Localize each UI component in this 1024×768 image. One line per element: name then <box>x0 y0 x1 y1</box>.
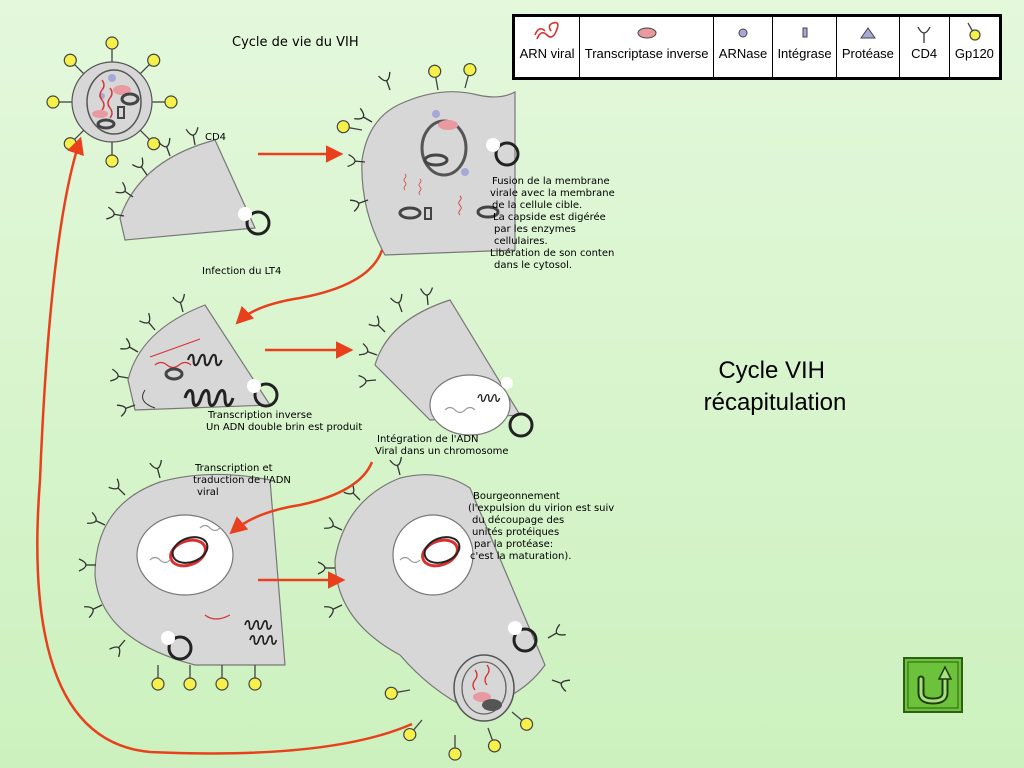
legend-arn-viral: ARN viral <box>515 17 581 77</box>
virion <box>46 36 178 168</box>
label-infection: Infection du LT4 <box>202 266 281 277</box>
legend-cd4: CD4 <box>900 17 950 77</box>
cell-bourgeonnement <box>317 456 571 761</box>
diagram-title: Cycle de vie du VIH <box>232 35 359 50</box>
cell-infection <box>105 126 271 241</box>
cell-transcription-traduction <box>78 459 286 691</box>
label-cd4: CD4 <box>205 132 226 143</box>
cell-integration <box>357 286 534 438</box>
integrase-icon <box>802 27 808 38</box>
transcriptase-inverse-icon <box>637 27 657 39</box>
arrow-integration-to-transcription <box>229 461 374 535</box>
arn-viral-icon <box>534 21 559 40</box>
legend-gp120: Gp120 <box>950 17 999 77</box>
legend-table: ARN viral Transcriptase inverse ARNase I… <box>512 14 1002 80</box>
label-transcription-inverse: Transcription inverse Un ADN double brin… <box>206 410 362 433</box>
arrow-budding-to-virion <box>36 136 413 755</box>
arrow-fusion-to-rt <box>235 249 384 325</box>
protease-icon <box>859 27 876 39</box>
label-integration: Intégration de l'ADN Viral dans un chrom… <box>375 433 509 457</box>
flow-arrows <box>36 136 413 755</box>
gp120-icon <box>967 22 981 41</box>
cell-fusion <box>335 61 520 256</box>
label-bourgeonnement: Bourgeonnement (l'expulsion du virion es… <box>468 491 617 562</box>
cd4-icon <box>917 26 931 43</box>
legend-transcriptase: Transcriptase inverse <box>580 17 715 77</box>
u-turn-arrow-icon <box>907 661 959 709</box>
legend-arnase: ARNase <box>714 17 773 77</box>
legend-protease: Protéase <box>837 17 900 77</box>
cell-reverse-transcription <box>109 293 279 418</box>
legend-integrase: Intégrase <box>773 17 838 77</box>
arnase-icon <box>738 28 748 38</box>
recap-title: Cycle VIH récapitulation <box>704 357 847 416</box>
label-fusion: Fusion de la membrane virale avec la mem… <box>490 176 618 271</box>
return-button[interactable] <box>903 657 963 713</box>
label-transcription-traduction: Transcription et traduction de l'ADN vir… <box>193 463 294 498</box>
